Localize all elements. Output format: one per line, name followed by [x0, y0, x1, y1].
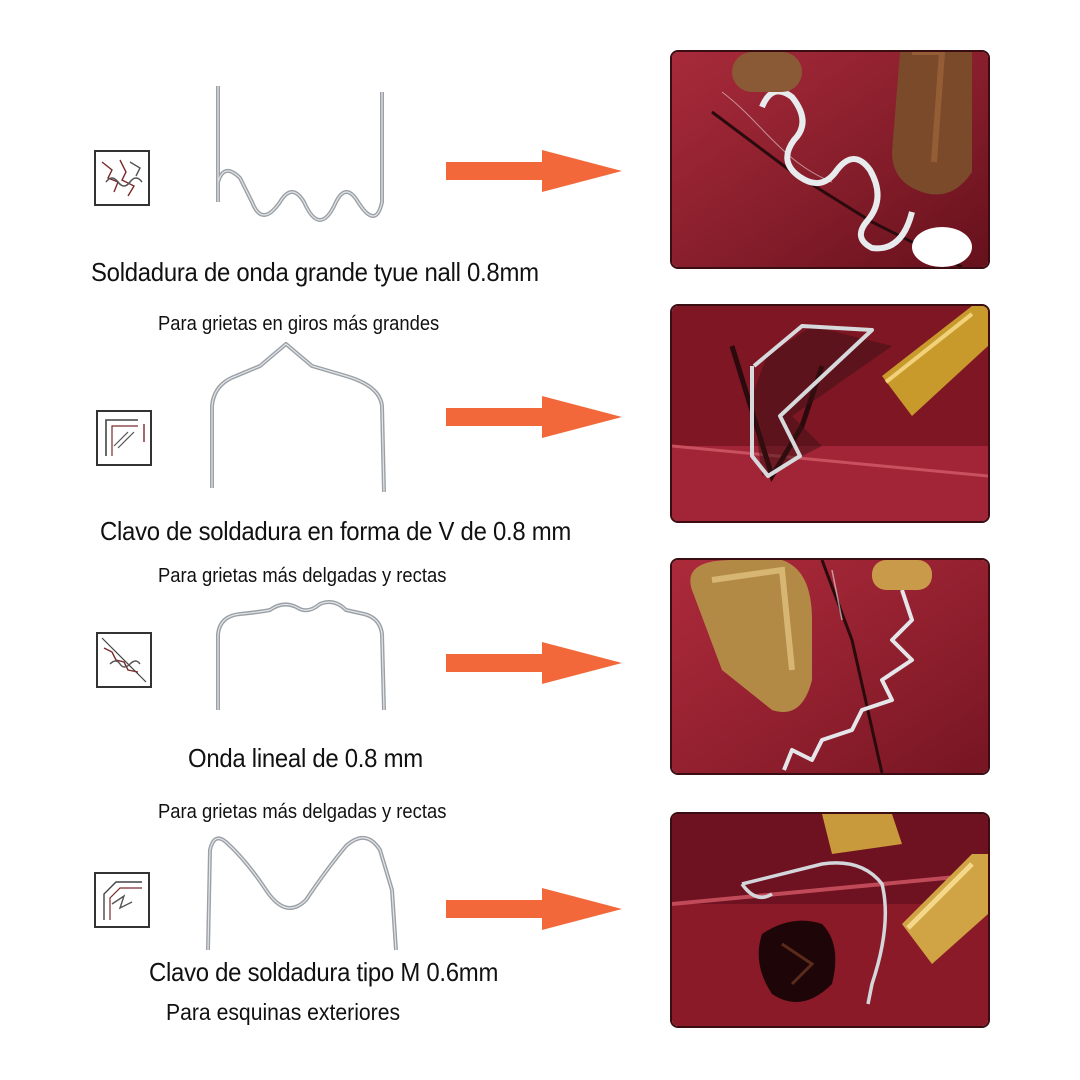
item-1-title: Soldadura de onda grande tyue nall 0.8mm — [91, 257, 539, 287]
crack-wave-icon — [94, 150, 150, 206]
item-1-subtitle: Para grietas en giros más grandes — [158, 313, 440, 335]
diagonal-crack-icon — [96, 632, 152, 688]
arrow-right-icon — [446, 396, 622, 438]
linear-wave-staple-image — [204, 594, 400, 714]
m-staple-image — [196, 830, 416, 954]
corner-v-icon — [96, 410, 152, 466]
usage-photo-v — [672, 306, 988, 521]
item-2-title: Clavo de soldadura en forma de V de 0.8 … — [100, 516, 572, 546]
item-4-subtitle: Para esquinas exteriores — [166, 999, 401, 1025]
item-3-title: Onda lineal de 0.8 mm — [188, 743, 423, 773]
usage-photo-wave — [672, 52, 988, 267]
usage-photo-m — [672, 814, 988, 1026]
item-3-subtitle: Para grietas más delgadas y rectas — [158, 801, 447, 823]
item-2-subtitle: Para grietas más delgadas y rectas — [158, 565, 447, 587]
arrow-right-icon — [446, 150, 622, 192]
outer-corner-icon — [94, 872, 150, 928]
usage-photo-linear — [672, 560, 988, 773]
arrow-right-icon — [446, 888, 622, 930]
wave-staple-image — [200, 82, 400, 252]
v-staple-image — [196, 336, 406, 496]
item-4-title: Clavo de soldadura tipo M 0.6mm — [149, 957, 499, 987]
arrow-right-icon — [446, 642, 622, 684]
